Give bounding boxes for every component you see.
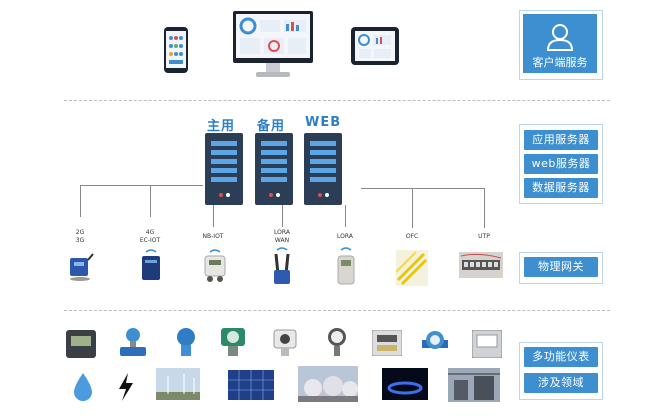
gateway-4g-icon <box>138 248 164 282</box>
device-layer-panel: 多功能仪表 涉及领域 <box>519 342 603 400</box>
gateway-layer-panel: 物理网关 <box>519 252 603 284</box>
smartphone-icon <box>163 26 189 74</box>
connector-mid-1 <box>213 205 214 227</box>
client-layer-label: 客户端服务 <box>532 56 588 69</box>
connector-right-drop-1 <box>412 188 413 228</box>
level-transmitter-icon <box>218 326 248 358</box>
instruments-label: 多功能仪表 <box>524 347 598 367</box>
gateway-lora-icon <box>334 246 358 286</box>
server-title-primary: 主用 <box>207 119 236 134</box>
protocol-lora: LORA <box>337 233 353 240</box>
gas-storage-photo <box>298 366 358 402</box>
divider-2 <box>64 310 610 311</box>
gateway-nbiot-icon <box>200 248 230 284</box>
desktop-monitor-icon <box>232 10 314 80</box>
energy-meter-icon <box>371 329 403 357</box>
server-rack-web <box>304 133 342 205</box>
gateway-layer-label: 物理网关 <box>524 257 598 277</box>
solar-panel-photo <box>228 370 274 400</box>
server-title-web: WEB <box>305 115 342 130</box>
server-rack-primary <box>205 133 243 205</box>
tablet-icon <box>350 26 400 66</box>
water-meter-icon <box>420 328 450 358</box>
protocol-utp: UTP <box>478 233 490 240</box>
server-title-backup: 备用 <box>257 119 286 134</box>
connector-left <box>80 185 203 186</box>
pressure-transmitter-icon <box>172 326 200 358</box>
connector-right-drop-2 <box>484 188 485 228</box>
divider-1 <box>64 100 610 101</box>
power-monitor-icon <box>471 329 503 359</box>
domains-label: 涉及领域 <box>524 373 598 393</box>
connector-mid-3 <box>345 205 346 227</box>
server-rack-backup <box>255 133 293 205</box>
substation-photo <box>448 368 500 402</box>
server-layer-panel: 应用服务器 web服务器 数据服务器 <box>519 124 603 204</box>
client-layer-panel: 客户端服务 <box>519 10 603 80</box>
flow-meter-icon <box>118 326 148 358</box>
gas-detector-icon <box>272 328 298 358</box>
water-drop-icon <box>72 372 94 402</box>
fiber-cable-icon <box>395 250 428 286</box>
network-switch-icon <box>459 252 503 278</box>
connector-right <box>361 188 485 189</box>
user-icon: 客户端服务 <box>523 14 597 73</box>
web-server-label: web服务器 <box>524 154 598 174</box>
connector-left-drop-2 <box>150 185 151 217</box>
pressure-gauge-icon <box>324 326 350 358</box>
wind-farm-photo <box>156 368 200 400</box>
data-server-label: 数据服务器 <box>524 178 598 198</box>
protocol-ofc: OFC <box>405 233 419 240</box>
gateway-lorawan-icon <box>268 246 296 286</box>
lightning-icon <box>116 372 136 402</box>
connector-mid-2 <box>282 205 283 227</box>
gateway-2g3g-icon <box>66 252 96 282</box>
smart-meter-icon <box>66 330 96 358</box>
app-server-label: 应用服务器 <box>524 130 598 150</box>
protocol-nbiot: NB-IOT <box>202 233 224 240</box>
gas-flame-photo <box>382 368 428 400</box>
connector-left-drop-1 <box>80 185 81 217</box>
